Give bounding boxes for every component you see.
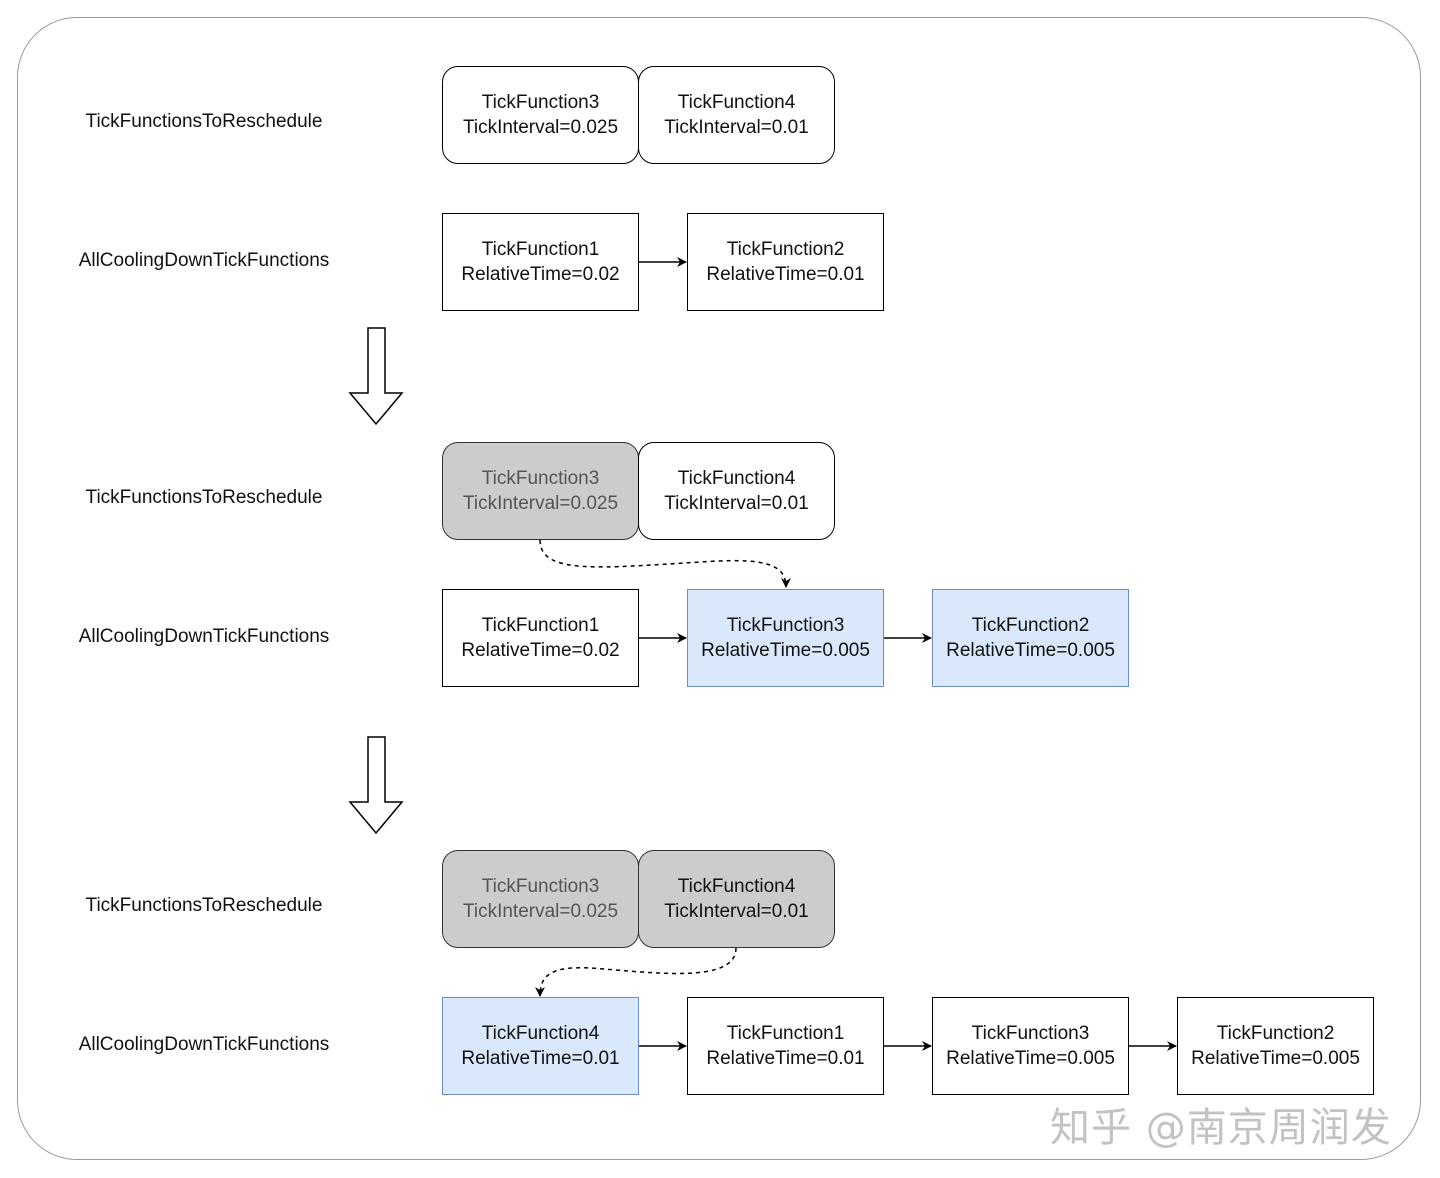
transition-arrow (348, 327, 404, 426)
row-label-reschedule: TickFunctionsToReschedule (85, 111, 323, 132)
node-name: TickFunction3 (971, 1023, 1090, 1044)
node-value: TickInterval=0.025 (462, 901, 619, 922)
reschedule-node-processed: TickFunction3 TickInterval=0.025 (442, 442, 639, 540)
node-name: TickFunction3 (726, 615, 845, 636)
node-value: RelativeTime=0.01 (706, 1048, 865, 1069)
node-value: TickInterval=0.01 (664, 117, 809, 138)
node-value: TickInterval=0.01 (664, 901, 809, 922)
node-value: RelativeTime=0.02 (461, 640, 620, 661)
row-label-cooling: AllCoolingDownTickFunctions (78, 1034, 330, 1055)
node-value: RelativeTime=0.02 (461, 264, 620, 285)
transition-arrow (348, 736, 404, 835)
node-name: TickFunction3 (481, 468, 600, 489)
node-name: TickFunction2 (726, 239, 845, 260)
node-value: RelativeTime=0.005 (701, 640, 870, 661)
reschedule-node-processed: TickFunction3 TickInterval=0.025 (442, 850, 639, 948)
node-name: TickFunction1 (481, 615, 600, 636)
cooling-node: TickFunction3 RelativeTime=0.005 (932, 997, 1129, 1095)
row-label-cooling: AllCoolingDownTickFunctions (78, 250, 330, 271)
row-label-cooling: AllCoolingDownTickFunctions (78, 626, 330, 647)
node-value: TickInterval=0.025 (462, 117, 619, 138)
node-name: TickFunction4 (677, 876, 796, 897)
cooling-node-inserted: TickFunction4 RelativeTime=0.01 (442, 997, 639, 1095)
node-value: RelativeTime=0.01 (461, 1048, 620, 1069)
reschedule-node: TickFunction3 TickInterval=0.025 (442, 66, 639, 164)
insert-dashed-arrow (535, 947, 737, 997)
node-name: TickFunction4 (481, 1023, 600, 1044)
diagram-frame (17, 17, 1421, 1160)
cooling-node: TickFunction2 RelativeTime=0.005 (1177, 997, 1374, 1095)
cooling-node-inserted: TickFunction3 RelativeTime=0.005 (687, 589, 884, 687)
node-value: TickInterval=0.01 (664, 493, 809, 514)
node-value: RelativeTime=0.005 (946, 640, 1115, 661)
node-name: TickFunction3 (481, 92, 600, 113)
row-label-reschedule: TickFunctionsToReschedule (85, 895, 323, 916)
node-name: TickFunction2 (971, 615, 1090, 636)
node-value: RelativeTime=0.01 (706, 264, 865, 285)
node-name: TickFunction1 (726, 1023, 845, 1044)
node-value: TickInterval=0.025 (462, 493, 619, 514)
cooling-node: TickFunction1 RelativeTime=0.02 (442, 589, 639, 687)
node-value: RelativeTime=0.005 (946, 1048, 1115, 1069)
node-value: RelativeTime=0.005 (1191, 1048, 1360, 1069)
cooling-node-updated: TickFunction2 RelativeTime=0.005 (932, 589, 1129, 687)
reschedule-node: TickFunction4 TickInterval=0.01 (638, 442, 835, 540)
reschedule-node: TickFunction4 TickInterval=0.01 (638, 66, 835, 164)
node-name: TickFunction4 (677, 468, 796, 489)
node-name: TickFunction1 (481, 239, 600, 260)
node-name: TickFunction3 (481, 876, 600, 897)
cooling-node: TickFunction2 RelativeTime=0.01 (687, 213, 884, 311)
row-label-reschedule: TickFunctionsToReschedule (85, 487, 323, 508)
cooling-node: TickFunction1 RelativeTime=0.01 (687, 997, 884, 1095)
reschedule-node-processed: TickFunction4 TickInterval=0.01 (638, 850, 835, 948)
cooling-node: TickFunction1 RelativeTime=0.02 (442, 213, 639, 311)
node-name: TickFunction4 (677, 92, 796, 113)
insert-dashed-arrow (539, 539, 791, 588)
watermark: 知乎 @南京周润发 (1050, 1105, 1392, 1151)
node-name: TickFunction2 (1216, 1023, 1335, 1044)
